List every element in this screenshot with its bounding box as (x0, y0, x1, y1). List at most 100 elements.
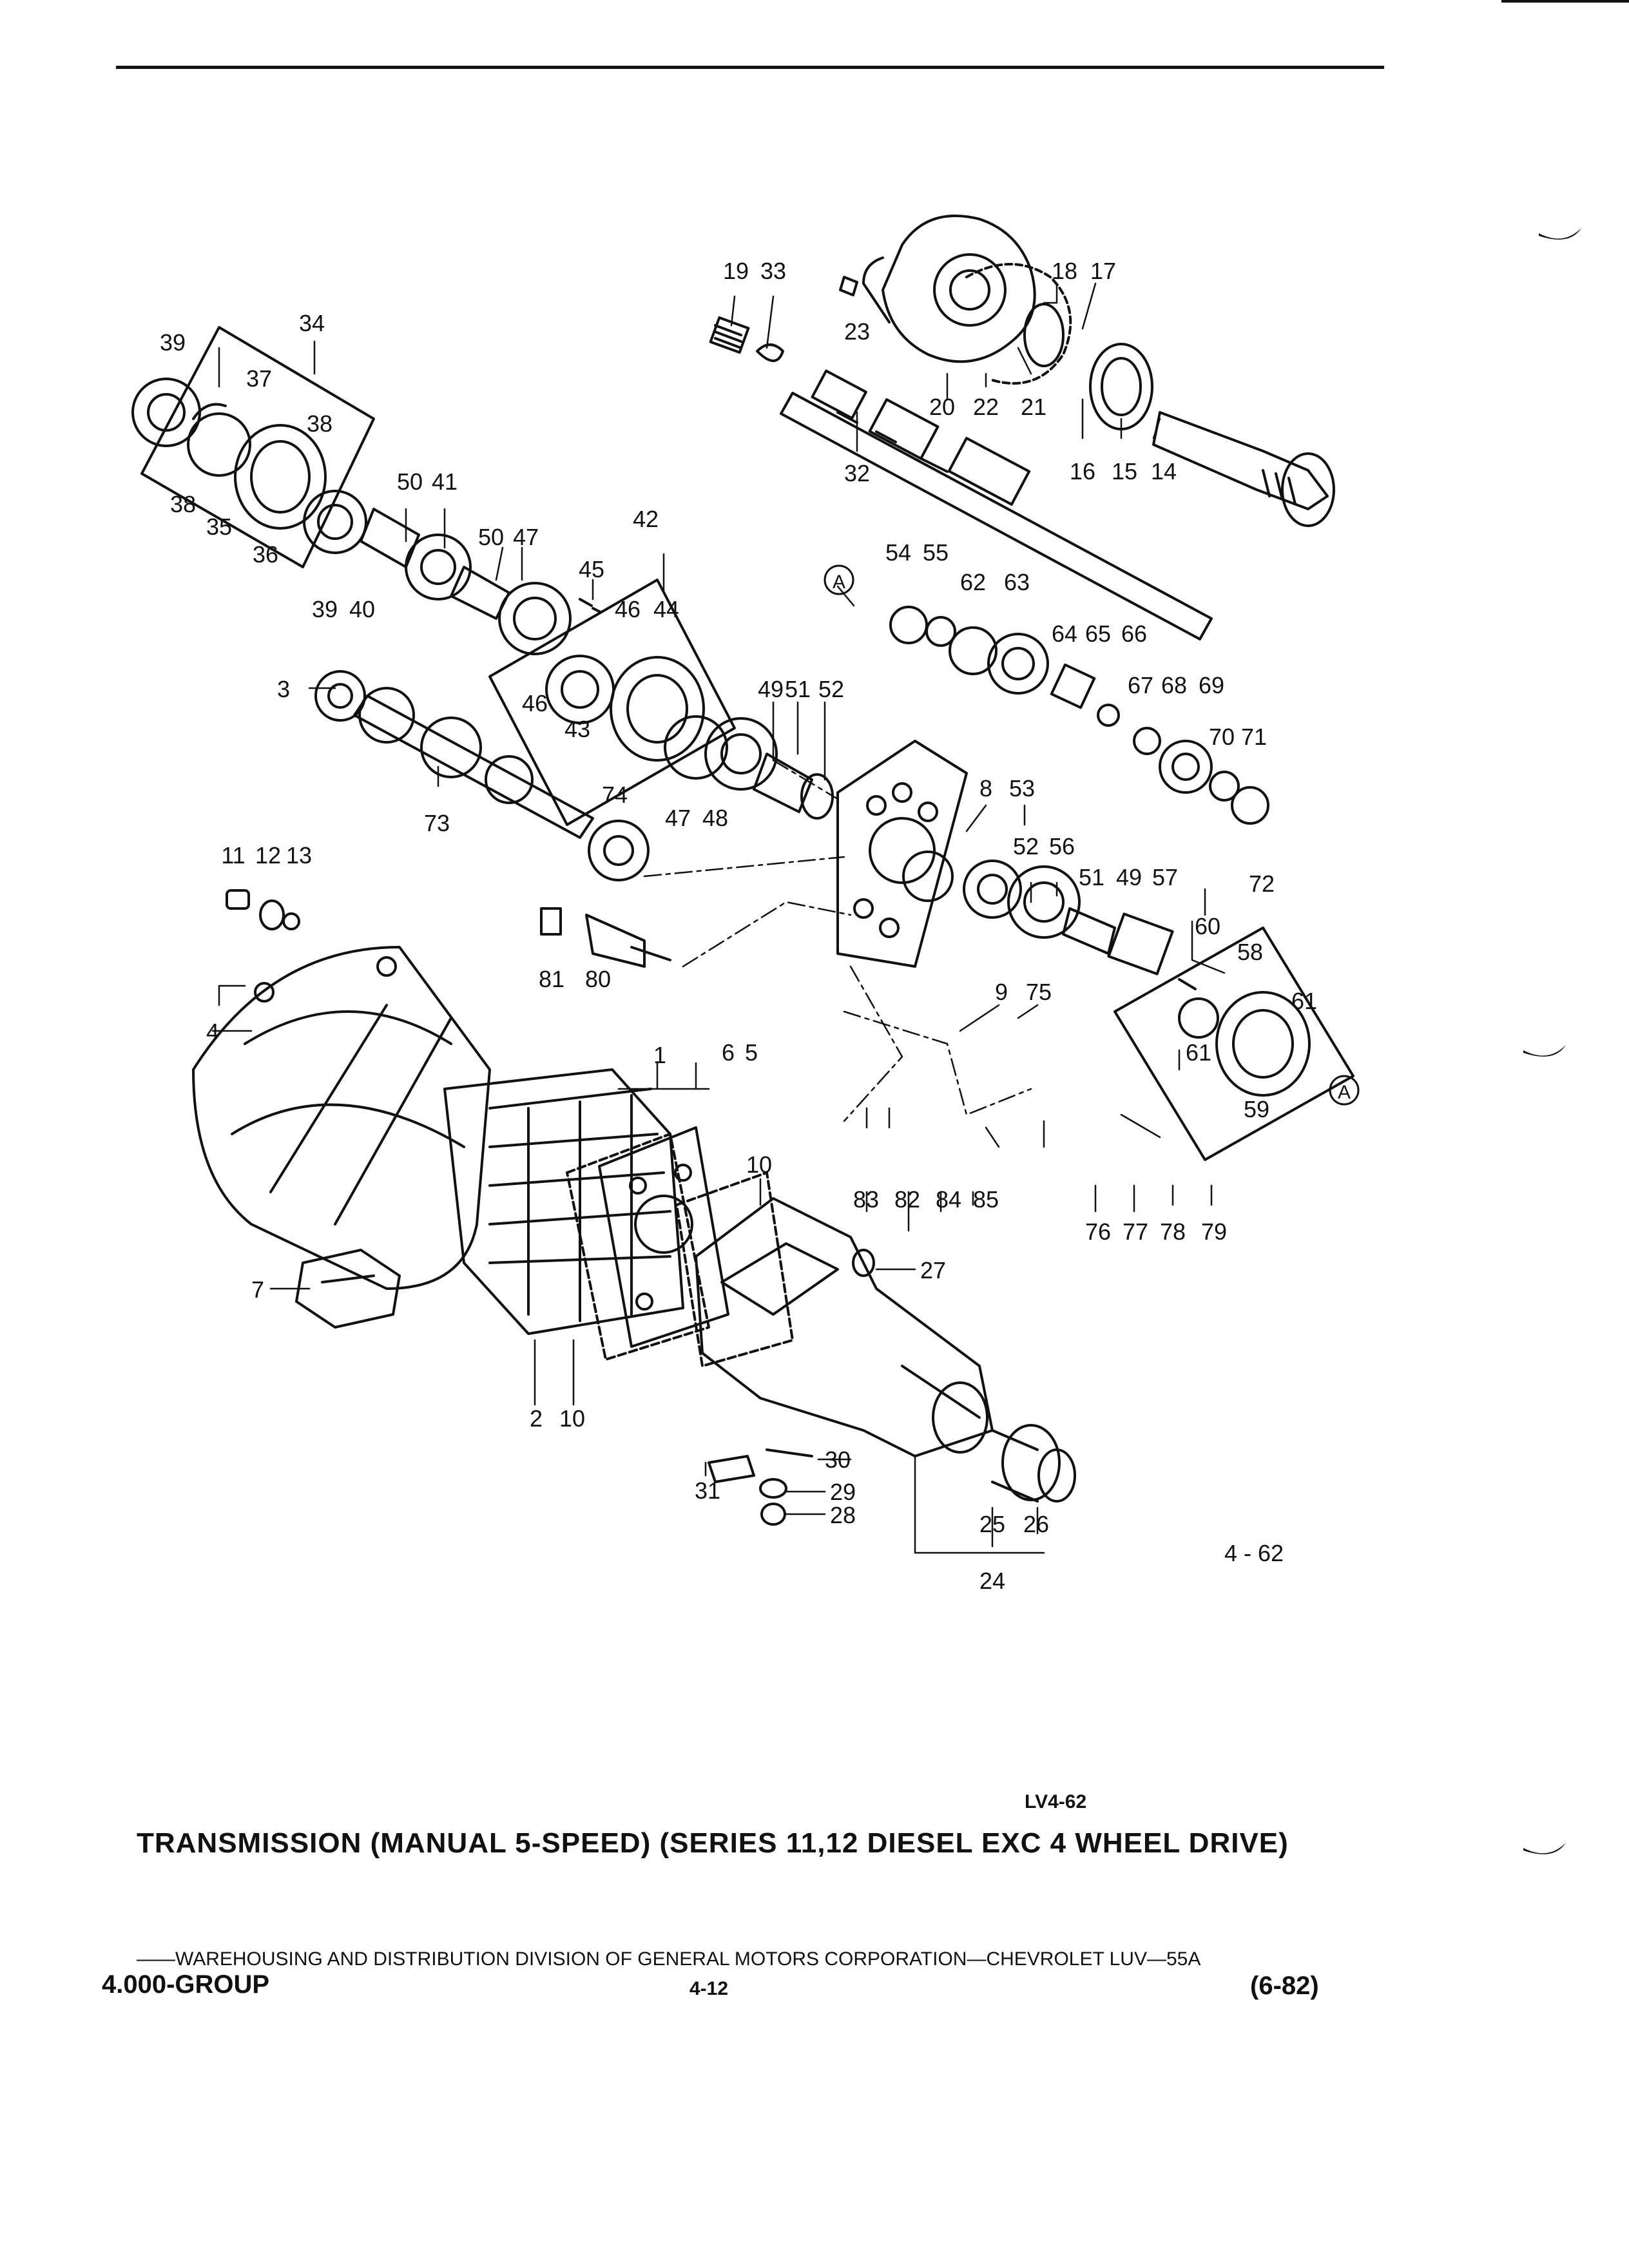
callout-45: 45 (579, 556, 604, 582)
callout-16: 16 (1070, 458, 1095, 485)
callout-10-b: 10 (559, 1405, 585, 1432)
callout-21: 21 (1021, 394, 1046, 420)
callout-42: 42 (633, 506, 659, 532)
callout-25: 25 (979, 1511, 1005, 1537)
callout-65: 65 (1085, 620, 1111, 647)
callout-39-b: 39 (312, 596, 338, 622)
intermediate-plate (836, 740, 968, 968)
figure-id: 4 - 62 (1224, 1540, 1284, 1566)
callout-53: 53 (1009, 775, 1035, 802)
counter-shaft (314, 670, 650, 881)
callout-51-a: 51 (785, 676, 811, 702)
callout-24: 24 (979, 1568, 1005, 1594)
callout-46-a: 46 (615, 596, 641, 622)
callout-62: 62 (960, 569, 986, 595)
pilot-bearing (709, 276, 858, 362)
callout-9: 9 (995, 979, 1008, 1005)
clutch-housing (192, 946, 491, 1290)
callout-49-b: 49 (1116, 864, 1142, 890)
callout-68: 68 (1161, 672, 1187, 698)
callout-1: 1 (653, 1042, 666, 1068)
callout-61-b: 61 (1186, 1039, 1211, 1066)
callout-2: 2 (530, 1405, 543, 1432)
callout-77: 77 (1123, 1218, 1148, 1245)
corner-rule (1501, 0, 1629, 3)
callout-52-a: 52 (818, 676, 844, 702)
callout-4: 4 (206, 1019, 219, 1045)
callout-59: 59 (1244, 1096, 1269, 1122)
callout-73: 73 (424, 810, 450, 836)
callout-A-bottom: A (1338, 1082, 1351, 1103)
callout-71: 71 (1241, 724, 1267, 750)
callout-11: 11 (221, 842, 245, 869)
callout-67: 67 (1128, 672, 1153, 698)
callout-14: 14 (1151, 458, 1177, 485)
callout-47-b: 47 (665, 805, 691, 831)
callout-36: 36 (253, 541, 278, 568)
callout-3: 3 (277, 676, 290, 702)
callout-55: 55 (923, 539, 949, 566)
callout-38-a: 38 (307, 410, 333, 437)
callout-26: 26 (1023, 1511, 1049, 1537)
callout-46-b: 46 (522, 690, 548, 716)
adapter-plate (598, 1126, 729, 1348)
exploded-transmission-diagram: 19 33 18 17 23 20 22 21 16 15 14 32 34 3… (131, 215, 1360, 1594)
binder-mark-top (1539, 228, 1581, 240)
callout-32: 32 (844, 460, 870, 486)
callout-83: 83 (853, 1186, 879, 1213)
callout-61-a: 61 (1291, 988, 1317, 1014)
ref-marker-a-bottom (1329, 1075, 1360, 1106)
callout-69: 69 (1199, 672, 1224, 698)
callout-66: 66 (1121, 620, 1147, 647)
callout-13: 13 (286, 842, 312, 869)
callout-8: 8 (979, 775, 992, 802)
callout-76: 76 (1085, 1218, 1111, 1245)
main-shaft (780, 369, 1213, 640)
callout-7: 7 (251, 1276, 264, 1303)
callout-49-a: 49 (758, 676, 784, 702)
callout-23: 23 (844, 318, 870, 345)
callout-50-b: 50 (478, 524, 504, 550)
callout-33: 33 (760, 258, 786, 284)
footer-date: (6-82) (1250, 1972, 1319, 2000)
callout-31: 31 (695, 1477, 720, 1504)
callout-58: 58 (1237, 939, 1263, 965)
callout-44: 44 (653, 596, 679, 622)
callout-56: 56 (1049, 833, 1075, 860)
callout-10-a: 10 (746, 1151, 772, 1178)
callout-34: 34 (299, 310, 325, 336)
callout-43: 43 (564, 716, 590, 742)
callout-38-b: 38 (170, 491, 196, 517)
callout-41: 41 (432, 468, 458, 495)
reverse-idler-group (902, 850, 1174, 975)
callout-39-a: 39 (160, 329, 186, 356)
callout-63: 63 (1004, 569, 1030, 595)
binder-mark-middle (1523, 1045, 1566, 1057)
reverse-shaft (540, 907, 671, 968)
callout-52-b: 52 (1013, 833, 1039, 860)
footer-page-number: 4-12 (689, 1978, 729, 1999)
synchro-group-34 (131, 326, 375, 568)
callout-19: 19 (723, 258, 749, 284)
callout-37: 37 (246, 365, 272, 392)
case-gasket-1 (566, 1133, 710, 1361)
callout-85: 85 (973, 1186, 999, 1213)
callout-18: 18 (1052, 258, 1077, 284)
leader-lines (211, 282, 1226, 1554)
page-title: TRANSMISSION (MANUAL 5-SPEED) (SERIES 11… (137, 1827, 1289, 1859)
rear-seal-bushing (991, 1424, 1076, 1503)
callout-60: 60 (1195, 913, 1220, 939)
callout-70: 70 (1209, 724, 1235, 750)
header-rule (116, 66, 1384, 69)
callout-54: 54 (885, 539, 911, 566)
fastener-set (226, 889, 300, 930)
bearing-retainer (862, 215, 1036, 363)
callout-57: 57 (1152, 864, 1178, 890)
callout-48: 48 (702, 805, 728, 831)
speedometer-parts (708, 1249, 875, 1526)
callout-84: 84 (936, 1186, 961, 1213)
callout-35: 35 (206, 514, 232, 540)
footer-division-line: ——WAREHOUSING AND DISTRIBUTION DIVISION … (137, 1948, 1201, 1970)
counter-gear-cluster (303, 490, 572, 655)
ref-marker-a-top (824, 564, 854, 595)
